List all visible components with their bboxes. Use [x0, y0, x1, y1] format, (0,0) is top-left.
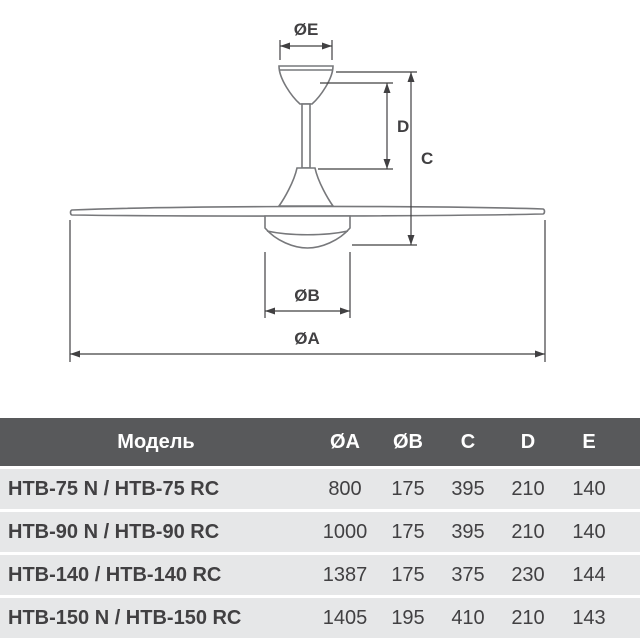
model-name: HTB-75 N / HTB-75 RC [8, 477, 220, 500]
value-d: 230 [511, 563, 545, 586]
value-d: 210 [511, 606, 545, 629]
value-c: 395 [451, 477, 485, 500]
light-kit-shape [264, 215, 351, 249]
table-row: HTB-150 N / HTB-150 RC 1405 195 410 210 … [0, 598, 640, 638]
value-ob: 175 [391, 477, 425, 500]
blade-shape [69, 205, 546, 217]
table-header-ob: ØB [393, 430, 423, 453]
table-header-model: Модель [117, 430, 195, 453]
value-c: 395 [451, 520, 485, 543]
dim-label-ob: ØB [294, 286, 320, 305]
table-header-d: D [520, 430, 536, 453]
value-oa: 800 [328, 477, 362, 500]
motor-shape [277, 167, 335, 207]
fan-outline [69, 65, 546, 249]
value-ob: 175 [391, 563, 425, 586]
table-header-e: E [582, 430, 596, 453]
table-row: HTB-75 N / HTB-75 RC 800 175 395 210 140 [0, 469, 640, 509]
dim-label-oa: ØA [294, 329, 320, 348]
table-row: HTB-90 N / HTB-90 RC 1000 175 395 210 14… [0, 512, 640, 552]
dim-label-d: D [397, 117, 409, 136]
fan-diagram-svg: ØE D C ØB ØA [69, 20, 546, 362]
downrod-shape [301, 103, 311, 169]
light-lens-line [266, 230, 349, 236]
model-name: HTB-140 / HTB-140 RC [8, 563, 222, 586]
dim-label-oe: ØE [294, 20, 319, 39]
value-e: 144 [572, 563, 606, 586]
value-ob: 175 [391, 520, 425, 543]
dim-oe [279, 40, 333, 60]
fan-dimension-diagram: ØE D C ØB ØA [69, 20, 546, 362]
model-name: HTB-150 N / HTB-150 RC [8, 606, 242, 629]
value-c: 375 [451, 563, 485, 586]
dim-c [336, 71, 417, 246]
spec-table: Модель ØA ØB C D E HTB-75 N / HTB-75 RC … [0, 418, 640, 638]
value-ob: 195 [391, 606, 425, 629]
value-d: 210 [511, 520, 545, 543]
value-e: 143 [572, 606, 606, 629]
value-e: 140 [572, 520, 606, 543]
value-e: 140 [572, 477, 606, 500]
model-name: HTB-90 N / HTB-90 RC [8, 520, 220, 543]
dim-d [318, 82, 393, 170]
value-oa: 1000 [322, 520, 368, 543]
table-header-oa: ØA [330, 430, 360, 453]
dim-label-c: C [421, 149, 433, 168]
table-header-c: C [460, 430, 476, 453]
value-c: 410 [451, 606, 485, 629]
value-oa: 1387 [322, 563, 368, 586]
value-oa: 1405 [322, 606, 368, 629]
value-d: 210 [511, 477, 545, 500]
table-header-row: Модель ØA ØB C D E [0, 418, 640, 466]
dim-ob [264, 252, 351, 318]
table-row: HTB-140 / HTB-140 RC 1387 175 375 230 14… [0, 555, 640, 595]
dim-oa [69, 220, 546, 362]
canopy-shape [278, 65, 334, 105]
